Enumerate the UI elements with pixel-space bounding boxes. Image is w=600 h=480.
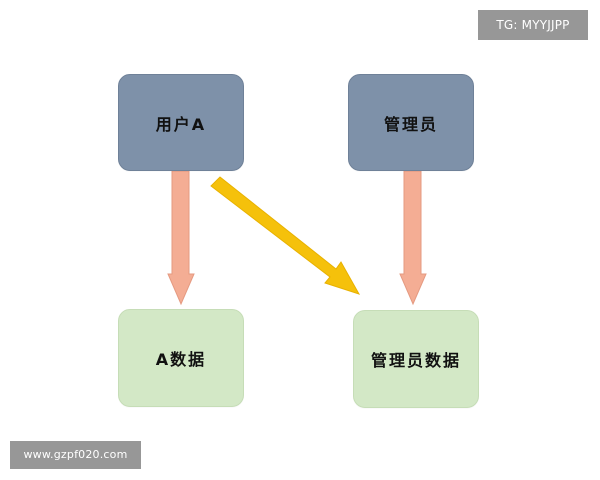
admin-label: 管理员 [383, 114, 438, 134]
a-data-label: A数据 [155, 350, 207, 369]
a-data-node: A数据 [118, 309, 244, 407]
arrow-admin-to-admin-data [399, 170, 427, 306]
arrow-user-a-to-a-data [167, 170, 195, 306]
admin-data-node: 管理员数据 [353, 310, 479, 408]
bottom-left-watermark-text: www.gzpf020.com [23, 448, 128, 461]
user-a-node: 用户A [118, 74, 244, 171]
top-right-watermark-text: TG: MYYJJPP [496, 18, 570, 32]
bottom-left-watermark: www.gzpf020.com [10, 441, 141, 469]
admin-data-label: 管理员数据 [370, 351, 461, 370]
user-a-label: 用户A [155, 114, 207, 134]
admin-node: 管理员 [348, 74, 474, 171]
top-right-watermark: TG: MYYJJPP [478, 10, 588, 40]
arrow-user-a-to-admin-data [210, 176, 361, 295]
